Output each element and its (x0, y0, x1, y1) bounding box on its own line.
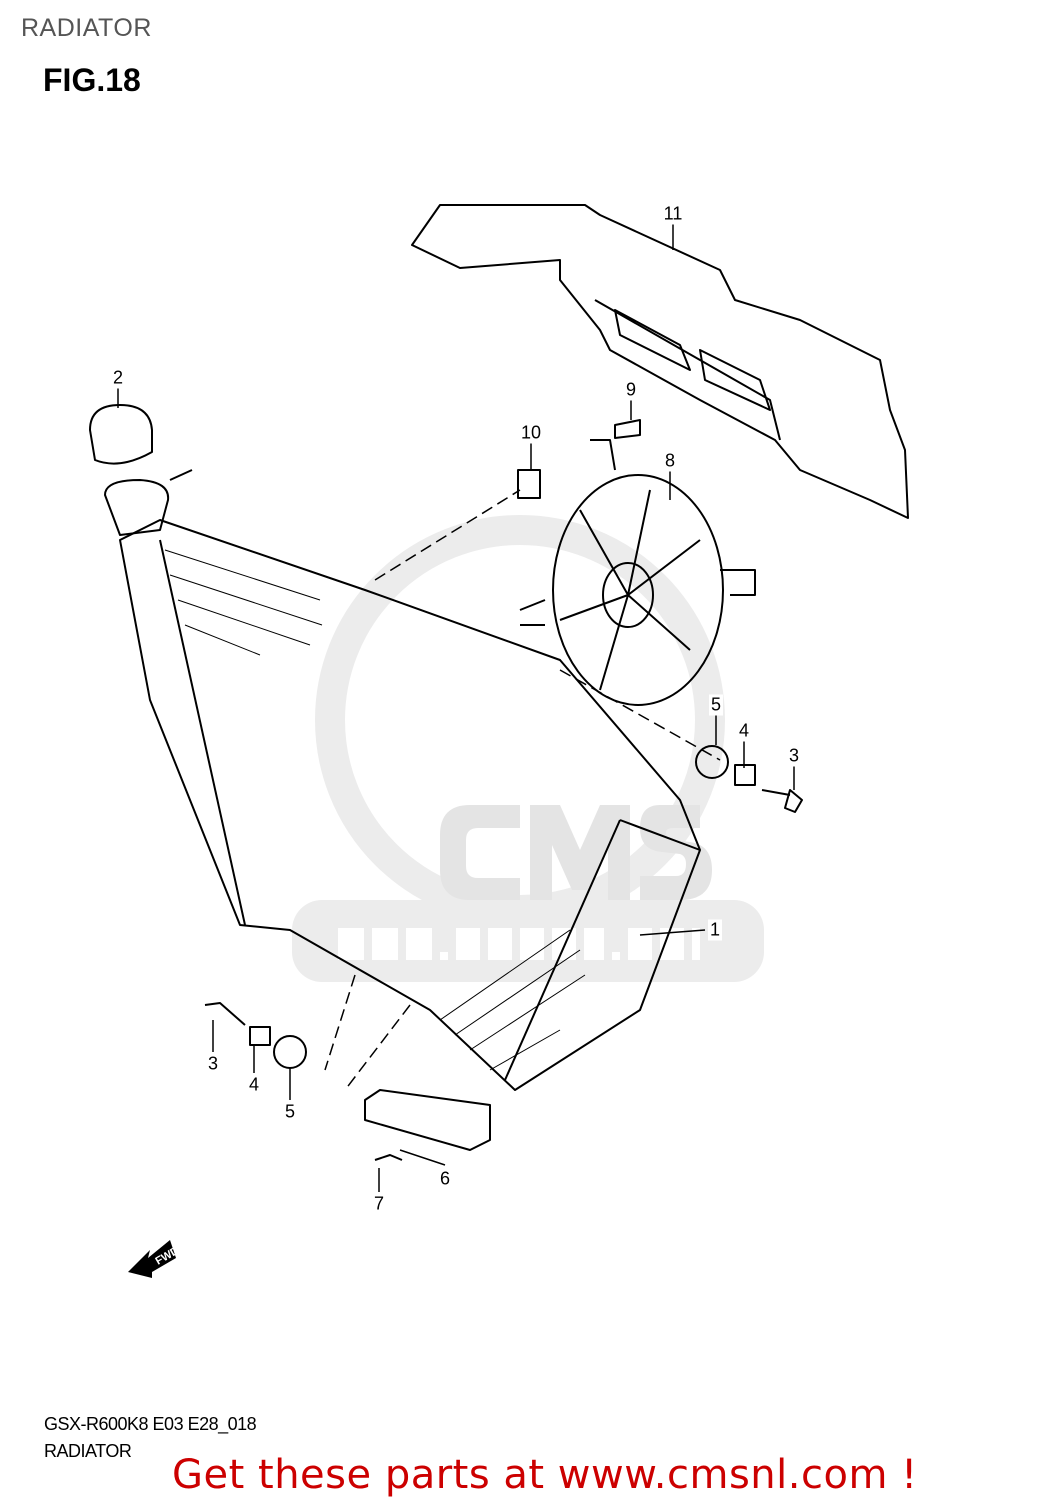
air-duct-part (411, 204, 909, 519)
promo-link[interactable]: Get these parts at www.cmsnl.com ! (172, 1452, 918, 1498)
callout-1: 1 (707, 919, 723, 941)
radiator-part (119, 519, 701, 1091)
cooling-fan-part (552, 474, 724, 706)
callout-5-left: 5 (282, 1101, 298, 1123)
callout-7: 7 (371, 1193, 387, 1215)
callout-2: 2 (110, 367, 126, 389)
section-title: RADIATOR (21, 14, 152, 42)
forward-arrow-icon: FWD (128, 1240, 181, 1278)
callout-9: 9 (623, 379, 639, 401)
fwd-label: FWD (154, 1245, 182, 1268)
callout-8: 8 (662, 450, 678, 472)
callout-11: 11 (661, 203, 685, 225)
callout-3-left: 3 (205, 1053, 221, 1075)
footer-caption: RADIATOR (44, 1441, 132, 1461)
watermark-logo (292, 515, 764, 982)
callout-3-right: 3 (786, 745, 802, 767)
bracket-part (364, 1089, 491, 1151)
callout-4-left: 4 (246, 1074, 262, 1096)
callout-4-right: 4 (736, 720, 752, 742)
callout-6: 6 (437, 1168, 453, 1190)
callout-10: 10 (518, 422, 544, 444)
model-code: GSX-R600K8 E03 E28_018 (44, 1414, 257, 1434)
radiator-cap-part (89, 404, 153, 465)
callout-5-right: 5 (708, 694, 724, 716)
figure-label: FIG.18 (43, 62, 141, 98)
